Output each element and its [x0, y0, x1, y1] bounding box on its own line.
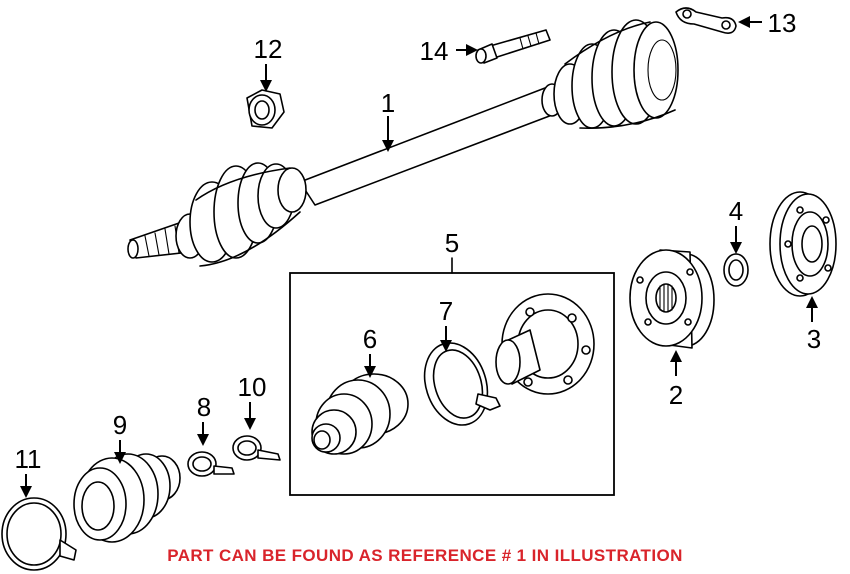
callout-12: 12: [254, 34, 283, 64]
callout-14: 14: [420, 36, 449, 66]
callout-2: 2: [669, 380, 683, 410]
part-14-bolt[interactable]: [475, 29, 551, 64]
part-8-clamp[interactable]: [187, 451, 235, 477]
part-11-clamp-ring[interactable]: [1, 497, 77, 571]
callout-arrows: [20, 16, 818, 498]
part-3-cover[interactable]: [769, 191, 837, 297]
callout-7: 7: [439, 296, 453, 326]
callout-13: 13: [768, 8, 797, 38]
callout-1: 1: [381, 88, 395, 118]
part-10-clamp[interactable]: [232, 435, 281, 461]
part-1-axle-shaft[interactable]: [127, 19, 679, 267]
part-7-clamp[interactable]: [414, 335, 501, 433]
callout-5: 5: [445, 228, 459, 258]
part-12-nut[interactable]: [246, 89, 285, 129]
callout-10: 10: [238, 372, 267, 402]
callout-6: 6: [363, 324, 377, 354]
part-13-lock-plate[interactable]: [675, 7, 737, 34]
reference-note: PART CAN BE FOUND AS REFERENCE # 1 IN IL…: [167, 546, 683, 565]
part-4-washer[interactable]: [723, 253, 749, 287]
callout-8: 8: [197, 392, 211, 422]
part-9-boot[interactable]: [73, 453, 181, 543]
part-6-boot[interactable]: [311, 373, 409, 455]
callout-11: 11: [15, 444, 42, 474]
part-5-flange[interactable]: [495, 293, 595, 395]
callout-4: 4: [729, 196, 743, 226]
part-2-cv-joint[interactable]: [629, 249, 715, 349]
callout-3: 3: [807, 324, 821, 354]
callout-9: 9: [113, 410, 127, 440]
